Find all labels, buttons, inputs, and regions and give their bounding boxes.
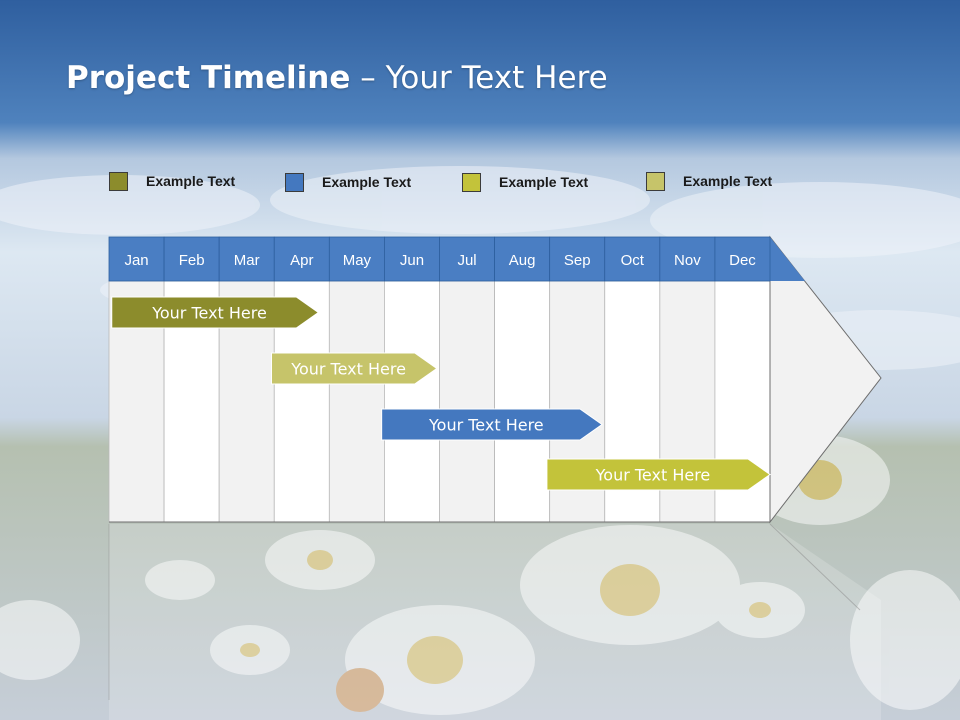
page-title: Project Timeline – Your Text Here [66,60,608,96]
month-header-cell [439,236,495,282]
month-label: Apr [290,252,313,269]
title-bold: Project Timeline [66,60,351,96]
month-header-cell [714,236,771,282]
title-rest: – Your Text Here [350,60,608,96]
month-label: Feb [179,252,205,269]
legend-label: Example Text [499,174,589,190]
legend-item-1: Example Text [109,171,235,191]
month-label: Mar [234,252,260,269]
month-column [384,280,440,523]
task-bar [546,458,771,491]
month-header-cell [494,236,551,282]
legend-label: Example Text [146,173,236,189]
task-bar-label: Your Text Here [428,416,544,435]
month-header-cell [218,236,275,282]
month-header-cell [108,236,165,282]
legend-swatch [462,172,481,192]
timeline-reflection [109,524,881,720]
month-label: May [343,252,372,269]
month-header-cell [273,236,330,282]
month-header-cell [328,236,385,282]
task-bar-label: Your Text Here [290,360,406,379]
legend-label: Example Text [683,173,773,189]
month-label: Dec [729,252,756,269]
month-header-cell [659,236,716,282]
month-header-cell [549,236,606,282]
month-label: Oct [621,252,645,269]
reflection-edge [769,523,861,611]
month-column [328,280,385,523]
month-label: Jul [457,252,476,269]
legend-item-3: Example Text [462,172,588,192]
month-header-cell [604,236,661,282]
month-label: Jun [400,252,424,269]
task-bar-label: Your Text Here [151,304,267,323]
task-bar [381,408,603,441]
month-header-cell [163,236,220,282]
month-label: Jan [124,252,148,269]
task-bar [270,352,438,385]
month-column [494,280,551,523]
month-column [439,280,495,523]
month-headers: Jan Feb Mar Apr May Jun Jul Aug Sep Oct Nov Dec [108,236,771,282]
month-label: Aug [509,252,536,269]
legend-item-2: Example Text [285,172,411,192]
legend-swatch [109,171,128,191]
timeline-arrowhead [769,235,882,524]
legend-swatch [646,171,665,191]
legend-swatch [285,172,304,192]
legend-item-4: Example Text [646,171,772,191]
task-bar-label: Your Text Here [595,466,711,485]
month-label: Nov [674,252,701,269]
arrowhead-header-corner [770,237,805,281]
month-label: Sep [564,252,591,269]
task-bar [111,296,320,329]
legend-label: Example Text [322,174,412,190]
